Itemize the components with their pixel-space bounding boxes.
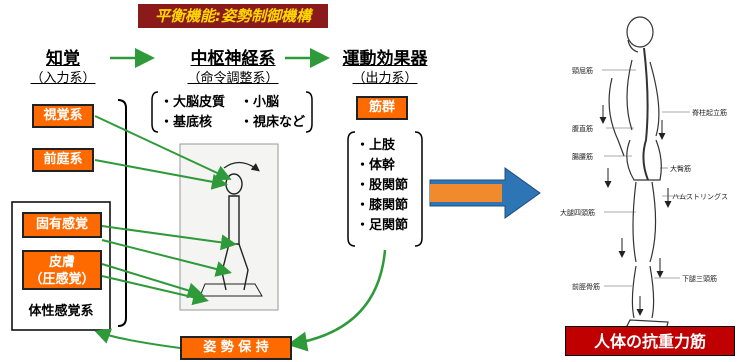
force-arrows [599, 105, 672, 316]
cns-subheader: （命令調整系） [187, 71, 279, 86]
perception-header: 知覚 [46, 49, 80, 69]
muscle-leaders [602, 69, 690, 287]
brain-part-cerebral-cortex: ・大脳皮質 [160, 95, 226, 110]
label-hamstrings: ハムストリングス [672, 193, 728, 201]
input-connectors [94, 115, 237, 306]
body-part-ankle: ・足関節 [356, 218, 409, 233]
motor-header: 運動効果器 [342, 49, 428, 69]
body-part-hip: ・股関節 [356, 178, 409, 193]
antigravity-muscles-caption: 人体の抗重力筋 [565, 326, 735, 356]
proprioception-box: 固有感覚 [22, 212, 102, 238]
skin-label: 皮膚 [48, 255, 75, 270]
body-part-trunk: ・体幹 [356, 158, 396, 173]
skin-box: 皮膚 （圧感覚） [22, 250, 102, 290]
parts-to-posture-connector [287, 249, 387, 352]
body-part-knee: ・膝関節 [356, 198, 409, 213]
posture-maintenance-box: 姿 勢 保 持 [180, 336, 292, 360]
body-part-upper-limb: ・上肢 [356, 138, 396, 153]
label-triceps-surae: 下腿三頭筋 [682, 275, 717, 283]
perception-subheader: （入力系） [30, 71, 96, 86]
label-gluteus-maximus: 大臀筋 [670, 165, 691, 173]
cns-header: 中枢神経系 [190, 49, 276, 69]
brain-part-basal-ganglia: ・基底核 [160, 115, 213, 130]
parts-bracket-right [414, 131, 423, 247]
vestibular-system-box: 前庭系 [32, 148, 94, 172]
label-rectus-abdominis: 腹直筋 [572, 125, 593, 133]
skeleton-figure [608, 16, 669, 331]
label-erector-spinae: 脊柱起立筋 [692, 109, 727, 117]
muscle-group-box: 筋群 [356, 96, 408, 120]
label-quadriceps: 大腿四頭筋 [560, 209, 595, 217]
big-right-arrow [429, 167, 541, 219]
diagram-title: 平衡機能:姿勢制御機構 [138, 4, 328, 28]
label-neck-flexor: 頸屈筋 [572, 67, 593, 75]
brain-bracket-left [151, 91, 159, 133]
somatosensory-label: 体性感覚系 [28, 304, 94, 319]
input-bracket [117, 99, 127, 327]
label-iliopsoas: 腸腰筋 [572, 153, 593, 161]
motor-subheader: （出力系） [352, 71, 418, 86]
posture-to-input-connector [94, 328, 181, 349]
parts-bracket-left [347, 131, 356, 247]
brain-part-cerebellum: ・小脳 [240, 95, 280, 110]
brain-part-thalamus: ・視床など [240, 115, 306, 130]
label-tibialis-anterior: 前脛骨筋 [572, 283, 600, 291]
visual-system-box: 視覚系 [32, 104, 94, 128]
brain-bracket-right [305, 91, 313, 133]
skin-sublabel: （圧感覚） [29, 272, 95, 287]
